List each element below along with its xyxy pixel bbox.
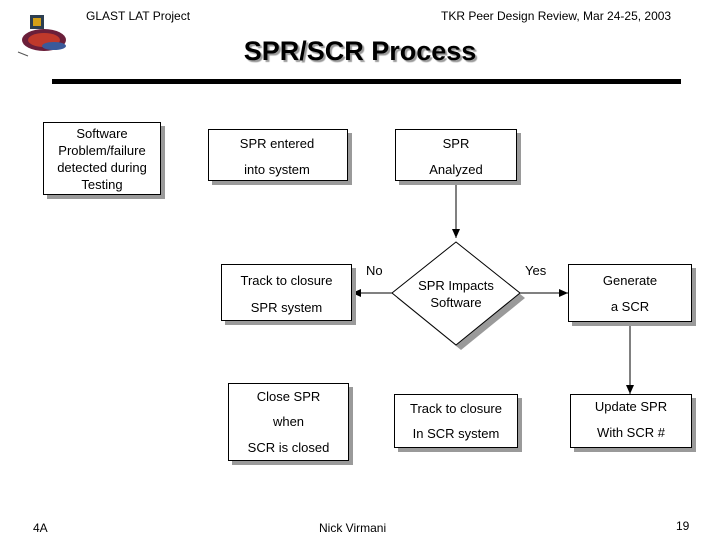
track-scr-box: Track to closure In SCR system (394, 394, 518, 448)
software-problem-line-4: Testing (81, 176, 123, 192)
track-scr-line-2: In SCR system (412, 426, 500, 441)
generate-scr-line-1: Generate (602, 273, 658, 288)
track-spr-box: Track to closure SPR system (221, 264, 352, 321)
spr-analyzed-line-1: SPR (442, 136, 470, 151)
glast-logo (14, 10, 76, 60)
spr-entered-line-2: into system (244, 162, 310, 177)
track-scr-line-1: Track to closure (410, 401, 502, 416)
page-number: 19 (676, 519, 690, 533)
software-problem-line-1: Software (76, 125, 128, 141)
update-spr-box: Update SPR With SCR # (570, 394, 692, 448)
software-problem-box: Software Problem/failure detected during… (43, 122, 161, 195)
slide-code: 4A (33, 521, 48, 535)
decision-line-2: Software (430, 295, 482, 310)
spr-analyzed-line-2: Analyzed (429, 162, 483, 177)
yes-label: Yes (525, 263, 547, 278)
software-problem-line-3: detected during (57, 159, 147, 175)
track-spr-line-2: SPR system (250, 300, 323, 315)
close-spr-line-3: SCR is closed (247, 440, 330, 455)
spr-entered-box: SPR entered into system (208, 129, 348, 181)
close-spr-line-1: Close SPR (256, 389, 321, 404)
page-title: SPR/SCR Process (243, 36, 477, 66)
close-spr-line-2: when (272, 414, 305, 429)
project-name: GLAST LAT Project (86, 9, 191, 23)
spr-analyzed-box: SPR Analyzed (395, 129, 517, 181)
review-name: TKR Peer Design Review, Mar 24-25, 2003 (441, 9, 672, 23)
close-spr-box: Close SPR when SCR is closed (228, 383, 349, 461)
software-problem-line-2: Problem/failure (58, 142, 146, 158)
update-spr-line-1: Update SPR (594, 399, 668, 414)
update-spr-line-2: With SCR # (597, 425, 665, 440)
generate-scr-box: Generate a SCR (568, 264, 692, 322)
decision-diamond (391, 241, 521, 346)
generate-scr-line-2: a SCR (610, 299, 650, 314)
track-spr-line-1: Track to closure (240, 273, 333, 288)
glast-logo-icon (17, 15, 66, 57)
spr-entered-line-1: SPR entered (239, 136, 315, 151)
title-rule (52, 79, 681, 84)
no-label: No (366, 263, 383, 278)
decision-line-1: SPR Impacts (418, 278, 494, 293)
decision-text: SPR Impacts Software (402, 276, 510, 312)
author: Nick Virmani (319, 521, 387, 535)
